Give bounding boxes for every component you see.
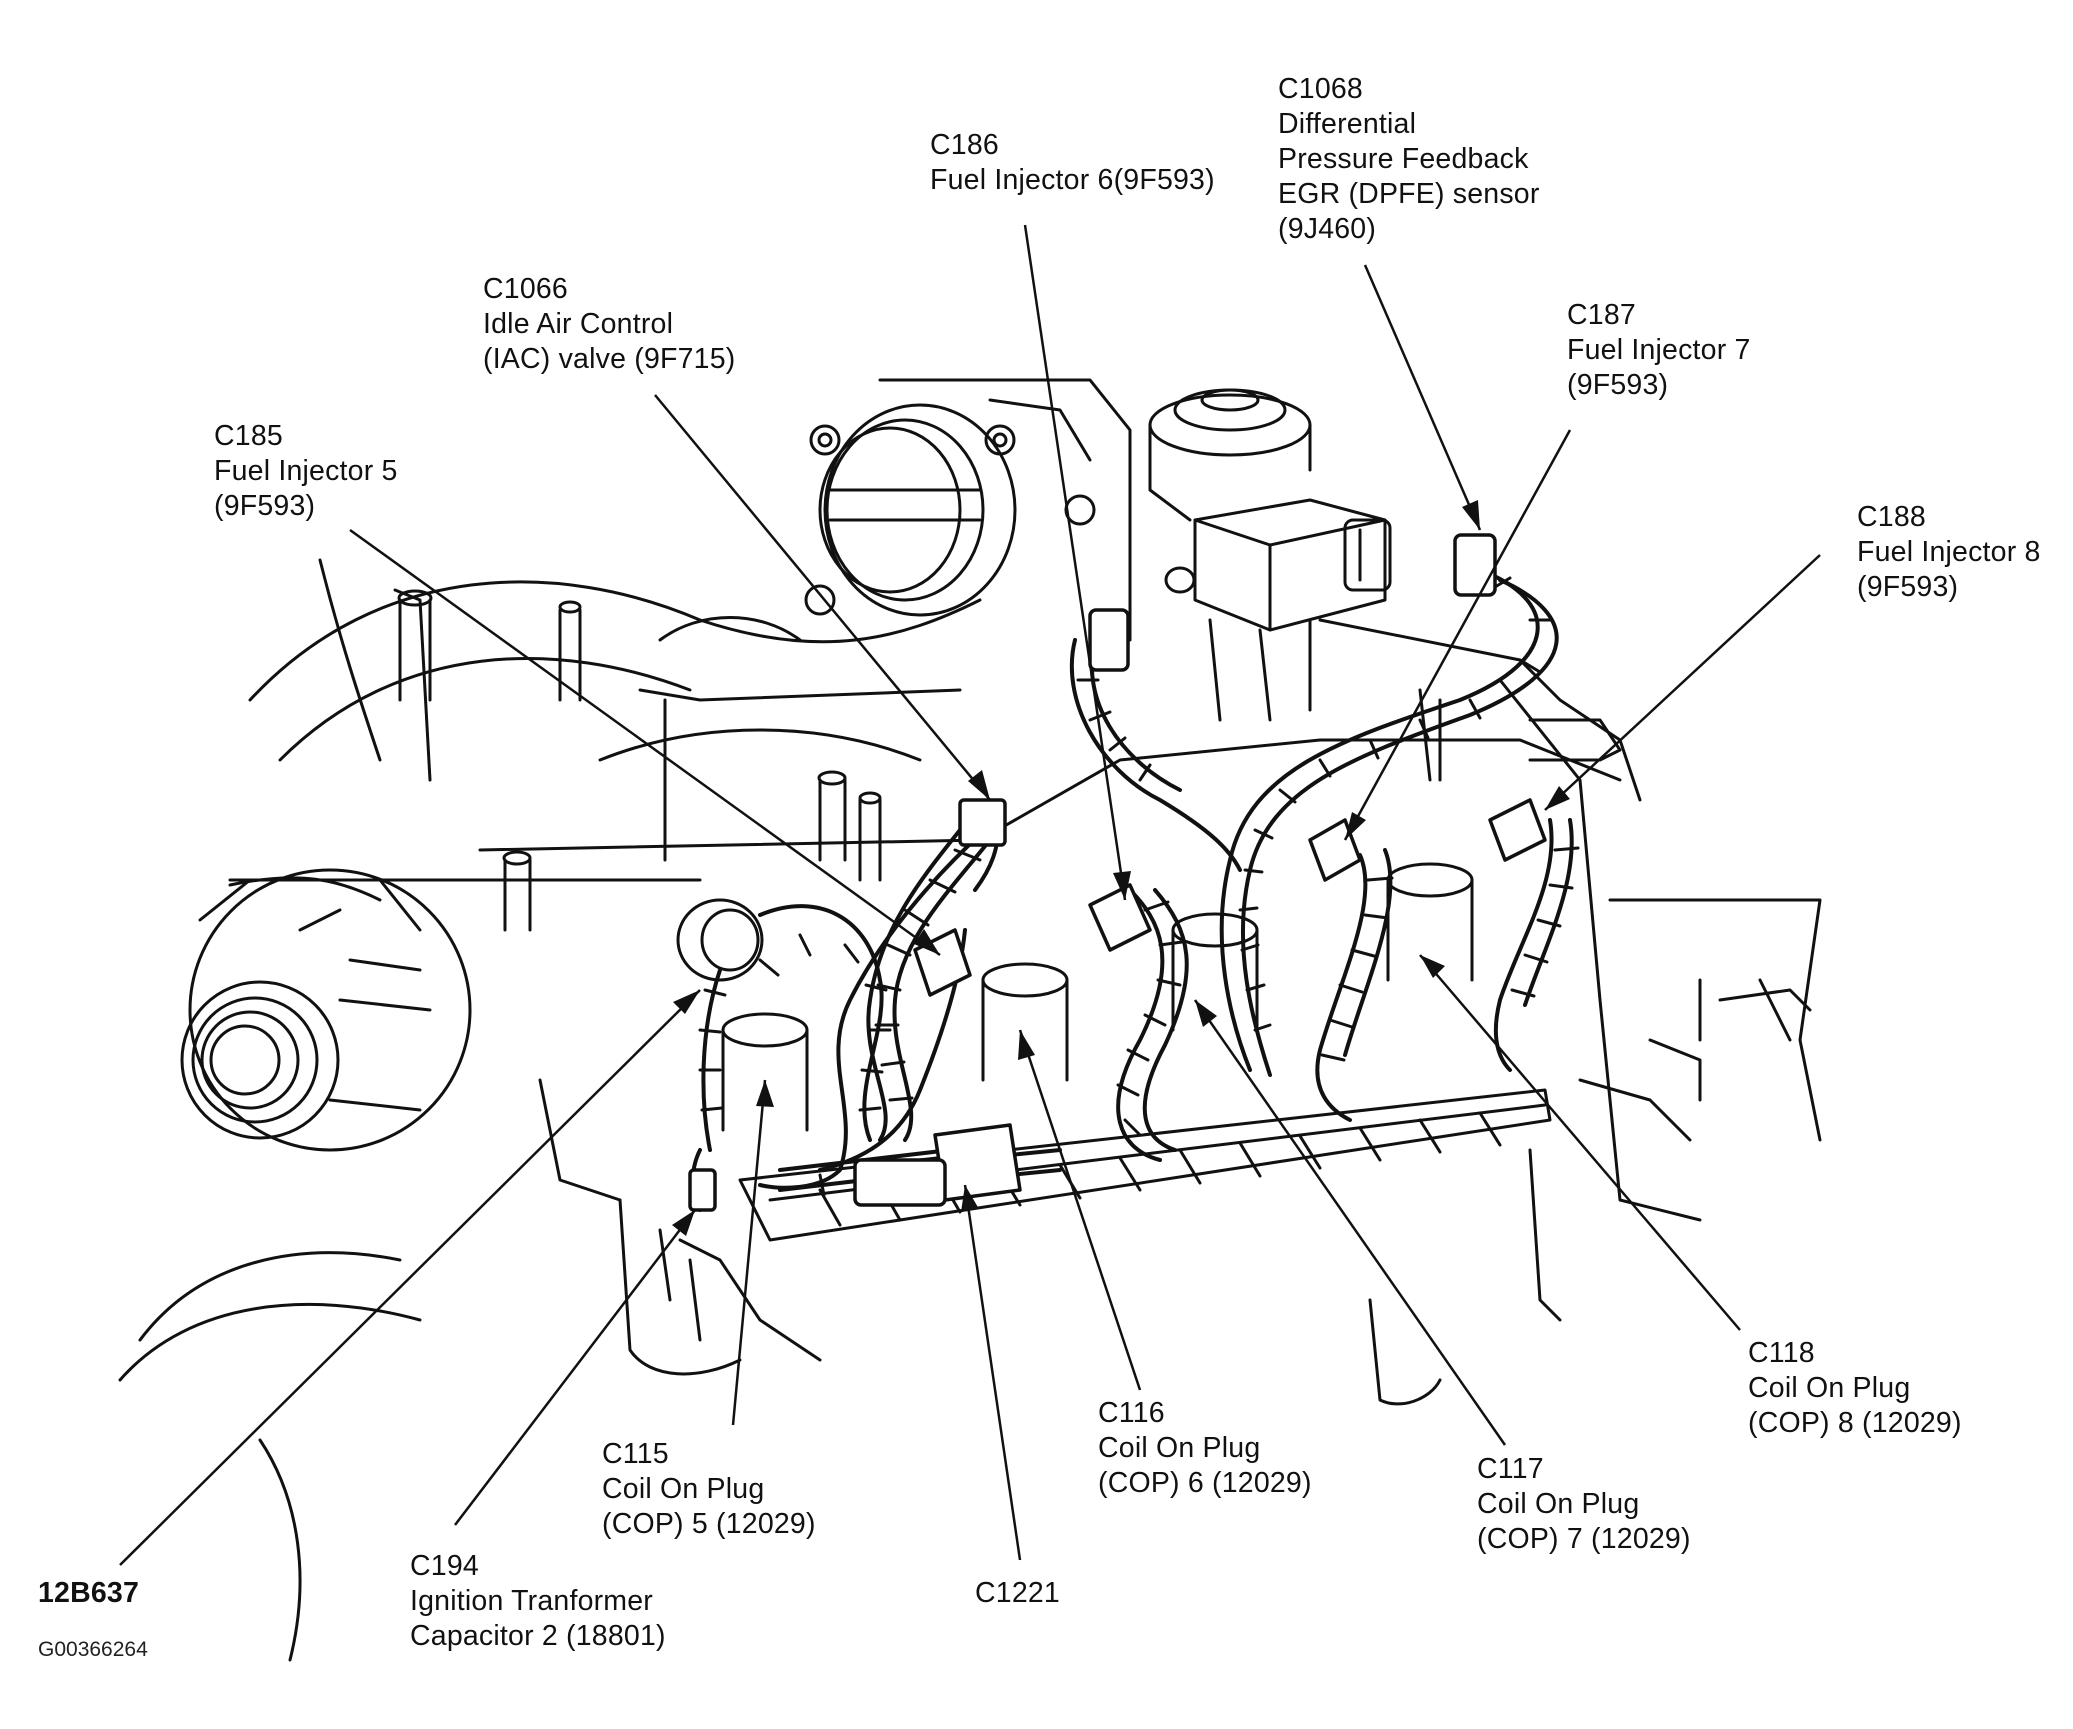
- callout-c194-code: C194: [410, 1550, 479, 1582]
- callout-c185-code: C185: [214, 420, 283, 452]
- callout-c117-code: C117: [1477, 1453, 1544, 1485]
- callout-c187: C187 Fuel Injector 7 (9F593): [1567, 298, 1751, 403]
- callout-c118-code: C118: [1748, 1337, 1815, 1369]
- leader-c185: [349, 528, 941, 957]
- callout-c117-desc-1: Coil On Plug: [1477, 1488, 1640, 1520]
- leader-c1068: [1363, 264, 1482, 531]
- callout-c118-desc-1: Coil On Plug: [1748, 1372, 1911, 1404]
- harness-ticks: [698, 576, 1580, 1197]
- callout-c116-desc-2: (COP) 6 (12029): [1098, 1467, 1312, 1499]
- callout-c187-desc-1: Fuel Injector 7: [1567, 334, 1751, 366]
- leader-c118: [1419, 954, 1741, 1331]
- connectors: [688, 533, 1547, 1212]
- leader-c188: [1544, 554, 1821, 811]
- callout-c117-desc-2: (COP) 7 (12029): [1477, 1523, 1691, 1555]
- callout-c116-desc-1: Coil On Plug: [1098, 1432, 1261, 1464]
- callout-c194: C194 Ignition Tranformer Capacitor 2 (18…: [410, 1549, 666, 1654]
- callout-c1066-code: C1066: [483, 273, 568, 305]
- leader-arrowheads: [672, 500, 1570, 1236]
- leader-c117: [1193, 999, 1507, 1446]
- callout-c117: C117 Coil On Plug (COP) 7 (12029): [1477, 1452, 1691, 1557]
- leader-c194: [454, 1209, 696, 1526]
- callout-c1068-desc-4: (9J460): [1278, 213, 1377, 245]
- callout-c1068-desc-3: EGR (DPFE) sensor: [1278, 178, 1540, 210]
- callout-c116-code: C116: [1098, 1397, 1165, 1429]
- alternator: [180, 868, 472, 1152]
- callout-c185-desc-1: Fuel Injector 5: [214, 455, 398, 487]
- callout-12b637: 12B637: [38, 1576, 139, 1611]
- leader-c1066: [654, 394, 991, 801]
- callout-c185-desc-2: (9F593): [214, 490, 316, 522]
- leader-c116: [1018, 1029, 1142, 1391]
- leader-c1221: [963, 1184, 1022, 1561]
- callout-c1068-desc-2: Pressure Feedback: [1278, 143, 1529, 175]
- callout-c1068-desc-1: Differential: [1278, 108, 1417, 140]
- engine-outline: [118, 378, 1822, 1662]
- callout-c115: C115 Coil On Plug (COP) 5 (12029): [602, 1437, 816, 1542]
- callout-c194-desc-2: Capacitor 2 (18801): [410, 1620, 666, 1652]
- callout-c1066-desc-2: (IAC) valve (9F715): [483, 343, 736, 375]
- coil-on-plug-bodies: [676, 862, 1474, 1132]
- callout-c115-desc-2: (COP) 5 (12029): [602, 1508, 816, 1540]
- callout-c188-desc-1: Fuel Injector 8: [1857, 536, 2041, 568]
- callout-c187-code: C187: [1567, 299, 1636, 331]
- leader-c186: [1023, 224, 1127, 901]
- leader-lines: [119, 224, 1821, 1566]
- callout-c185: C185 Fuel Injector 5 (9F593): [214, 419, 398, 524]
- callout-c1068-code: C1068: [1278, 73, 1363, 105]
- callout-c188-desc-2: (9F593): [1857, 571, 1959, 603]
- callout-c115-code: C115: [602, 1438, 669, 1470]
- callout-c186-desc: Fuel Injector 6(9F593): [930, 164, 1215, 196]
- callout-c186-code: C186: [930, 129, 999, 161]
- callout-c1066: C1066 Idle Air Control (IAC) valve (9F71…: [483, 272, 735, 377]
- callout-c1221-code: C1221: [975, 1577, 1060, 1609]
- callout-c115-desc-1: Coil On Plug: [602, 1473, 765, 1505]
- callout-c186: C186 Fuel Injector 6(9F593): [930, 128, 1215, 198]
- callout-c118-desc-2: (COP) 8 (12029): [1748, 1407, 1962, 1439]
- callout-c188-code: C188: [1857, 501, 1926, 533]
- figure-id: G00366264: [38, 1638, 148, 1661]
- callout-c1221: C1221: [975, 1576, 1060, 1611]
- callout-c194-desc-1: Ignition Tranformer: [410, 1585, 653, 1617]
- callout-12b637-code: 12B637: [38, 1577, 140, 1609]
- callout-c188: C188 Fuel Injector 8 (9F593): [1857, 500, 2041, 605]
- callout-c187-desc-2: (9F593): [1567, 369, 1669, 401]
- callout-c1068: C1068 Differential Pressure Feedback EGR…: [1278, 72, 1540, 247]
- leader-c115: [731, 1079, 767, 1426]
- leader-c187: [1343, 429, 1572, 841]
- callout-c118: C118 Coil On Plug (COP) 8 (12029): [1748, 1336, 1962, 1441]
- callout-c116: C116 Coil On Plug (COP) 6 (12029): [1098, 1396, 1312, 1501]
- callout-c1066-desc-1: Idle Air Control: [483, 308, 674, 340]
- leader-12b637: [119, 989, 701, 1566]
